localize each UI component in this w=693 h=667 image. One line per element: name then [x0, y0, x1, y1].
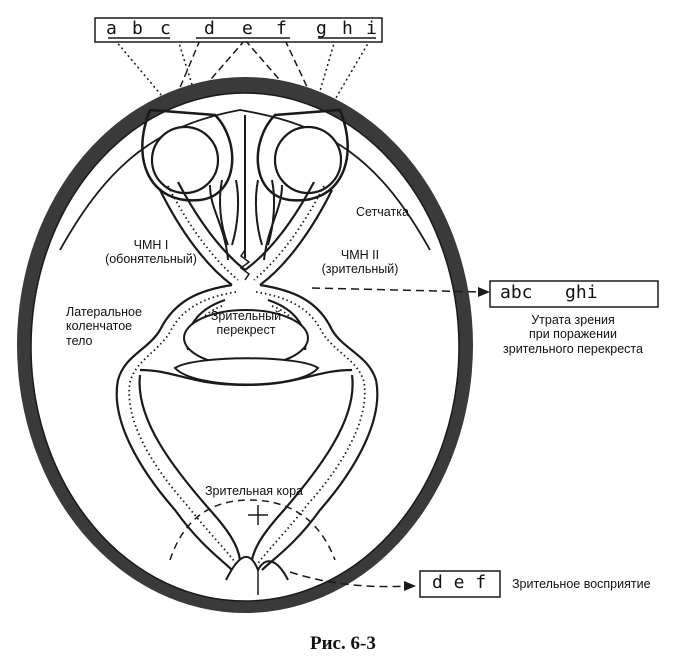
- label-cn2-line2: (зрительный): [321, 262, 399, 277]
- field-letter: e: [242, 18, 253, 39]
- label-lgn-line2: коленчатое: [66, 319, 133, 334]
- optic-nerves: [159, 181, 333, 286]
- label-lgn-line3: тело: [66, 333, 93, 348]
- cortex-arrow: [289, 571, 409, 588]
- note-line3: зрительного перекреста: [503, 341, 643, 356]
- label-visual-perception: Зрительное восприятие: [512, 577, 651, 591]
- note-line1: Утрата зрения: [531, 313, 615, 327]
- field-letter: i: [366, 18, 377, 39]
- cortex-result-box: [419, 570, 501, 598]
- chiasm-lesion-arrow: [311, 287, 483, 293]
- label-visual-cortex: Зрительная кора: [205, 484, 303, 498]
- optic-nerve-fibers-dotted: [167, 185, 325, 281]
- midbrain-band: [173, 357, 320, 386]
- field-letter: g: [316, 18, 327, 39]
- frontal-lobe-outline: [59, 109, 431, 251]
- label-cn1-line1: ЧМН I: [133, 238, 169, 252]
- field-letter: c: [160, 18, 171, 39]
- chiasm-lesion-box: [489, 280, 659, 308]
- field-letter: a: [106, 18, 117, 39]
- label-cn2-line1: ЧМН II: [340, 248, 380, 262]
- occipital-region: [169, 499, 336, 595]
- note-line2: при поражении: [529, 327, 617, 342]
- cortex-result-letters: d e f: [432, 572, 487, 593]
- label-chiasm-line2: перекрест: [216, 323, 276, 338]
- label-cn1: ЧМН I (обонятельный): [103, 238, 199, 267]
- field-letter: f: [276, 18, 287, 39]
- label-cn1-line2: (обонятельный): [105, 252, 197, 267]
- chiasm-zigzag: [239, 249, 251, 281]
- label-chiasm-lesion-note: Утрата зрения при поражении зрительного …: [478, 313, 668, 356]
- label-lgn: Латеральное коленчатое тело: [66, 305, 142, 348]
- label-lgn-line1: Латеральное: [66, 305, 142, 319]
- olfactory-tracts: [219, 115, 276, 258]
- label-retina: Сетчатка: [356, 205, 409, 219]
- label-chiasm: Зрительный перекрест: [206, 309, 286, 338]
- field-letter: b: [132, 18, 143, 39]
- figure-caption: Рис. 6-3: [310, 633, 376, 654]
- field-letter: h: [342, 18, 353, 39]
- label-cn2: ЧМН II (зрительный): [318, 248, 402, 277]
- left-eye: [141, 108, 234, 261]
- field-letter: d: [204, 18, 215, 39]
- chiasm-lesion-letters: abc ghi: [500, 282, 598, 303]
- label-chiasm-line1: Зрительный: [210, 309, 282, 323]
